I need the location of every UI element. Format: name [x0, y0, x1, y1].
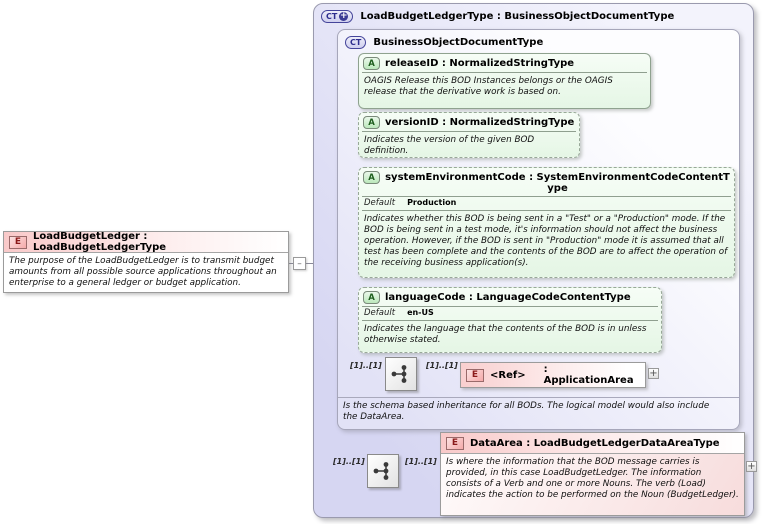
attribute-systemenvironmentcode-annotation: Indicates whether this BOD is being sent… — [364, 214, 728, 268]
element-dataarea-box[interactable]: E DataArea : LoadBudgetLedgerDataAreaTyp… — [440, 432, 745, 516]
cardinality-label: [1]..[1] — [333, 457, 365, 466]
outer-type-title: LoadBudgetLedgerType : BusinessObjectDoc… — [360, 11, 675, 22]
attribute-releaseid-annotation: OAGIS Release this BOD Instances belongs… — [364, 76, 613, 97]
expand-dataarea-button[interactable]: + — [746, 461, 757, 472]
attribute-languagecode-title: languageCode : LanguageCodeContentType — [385, 292, 631, 303]
complextype-derived-icon: CT+ — [321, 10, 354, 23]
attribute-default-row: Default Production — [359, 197, 734, 210]
attribute-releaseid-title: releaseID : NormalizedStringType — [385, 58, 575, 69]
element-dataarea-annotation: Is where the information that the BOD me… — [446, 457, 739, 500]
default-label: Default — [364, 198, 396, 208]
attribute-default-row: Default en-US — [359, 307, 661, 320]
sequence-glyph — [373, 462, 389, 480]
attribute-icon: A — [363, 171, 380, 184]
base-type-annotation: Is the schema based inheritance for all … — [343, 401, 710, 422]
attribute-systemenvironmentcode-box[interactable]: A systemEnvironmentCode : SystemEnvironm… — [358, 167, 735, 278]
default-label: Default — [364, 308, 396, 318]
element-icon: E — [466, 368, 484, 382]
attribute-icon: A — [363, 57, 380, 70]
element-ref-name: <Ref> — [490, 369, 526, 381]
expand-ref-button[interactable]: + — [648, 368, 659, 379]
minus-icon: – — [297, 258, 302, 269]
base-type-title: BusinessObjectDocumentType — [373, 37, 544, 48]
element-ref-box[interactable]: E <Ref> : ApplicationArea — [460, 362, 646, 388]
element-icon: E — [446, 436, 464, 450]
element-loadbudgetledger-annotation: The purpose of the LoadBudgetLedger is t… — [9, 256, 277, 288]
sequence-compositor-icon[interactable] — [367, 454, 399, 488]
sequence-compositor-icon[interactable] — [385, 357, 417, 391]
outer-type-header: CT+ LoadBudgetLedgerType : BusinessObjec… — [314, 4, 753, 23]
attribute-versionid-header: A versionID : NormalizedStringType — [359, 113, 579, 131]
separator — [362, 131, 576, 132]
attribute-systemenvironmentcode-title: systemEnvironmentCode : SystemEnvironmen… — [385, 172, 730, 194]
element-loadbudgetledger-header: E LoadBudgetLedger : LoadBudgetLedgerTyp… — [4, 232, 288, 253]
attribute-icon: A — [363, 291, 380, 304]
attribute-releaseid-header: A releaseID : NormalizedStringType — [359, 54, 650, 72]
separator — [362, 306, 658, 307]
default-value: Production — [407, 198, 457, 207]
attribute-icon: A — [363, 116, 380, 129]
attribute-versionid-annotation: Indicates the version of the given BOD d… — [364, 135, 535, 156]
attribute-systemenvironmentcode-header: A systemEnvironmentCode : SystemEnvironm… — [359, 168, 734, 196]
cardinality-label: [1]..[1] — [405, 457, 437, 466]
complextype-icon: CT — [345, 36, 367, 49]
separator — [362, 210, 731, 211]
cardinality-label: [1]..[1] — [426, 361, 458, 370]
attribute-languagecode-annotation: Indicates the language that the contents… — [364, 324, 647, 345]
attribute-versionid-box[interactable]: A versionID : NormalizedStringType Indic… — [358, 112, 580, 158]
base-type-annotation-separator — [338, 397, 739, 398]
attribute-versionid-title: versionID : NormalizedStringType — [385, 117, 575, 128]
element-loadbudgetledger-box[interactable]: E LoadBudgetLedger : LoadBudgetLedgerTyp… — [3, 231, 289, 293]
attribute-languagecode-header: A languageCode : LanguageCodeContentType — [359, 288, 661, 306]
base-type-header: CT BusinessObjectDocumentType — [338, 30, 739, 49]
cardinality-label: [1]..[1] — [350, 361, 382, 370]
attribute-releaseid-box[interactable]: A releaseID : NormalizedStringType OAGIS… — [358, 53, 651, 109]
separator — [362, 196, 731, 197]
separator — [362, 72, 647, 73]
element-loadbudgetledger-title: LoadBudgetLedger : LoadBudgetLedgerType — [33, 231, 167, 253]
element-icon: E — [9, 235, 27, 249]
element-dataarea-header: E DataArea : LoadBudgetLedgerDataAreaTyp… — [441, 433, 744, 454]
attribute-languagecode-box[interactable]: A languageCode : LanguageCodeContentType… — [358, 287, 662, 353]
element-ref-type: : ApplicationArea — [543, 364, 634, 386]
element-ref-header: E <Ref> : ApplicationArea — [461, 363, 645, 387]
element-dataarea-title: DataArea : LoadBudgetLedgerDataAreaType — [470, 437, 720, 449]
sequence-glyph — [391, 365, 407, 383]
plus-circle-icon: + — [339, 11, 349, 21]
default-value: en-US — [407, 308, 434, 317]
collapse-handle[interactable]: – — [293, 257, 306, 270]
separator — [362, 320, 658, 321]
